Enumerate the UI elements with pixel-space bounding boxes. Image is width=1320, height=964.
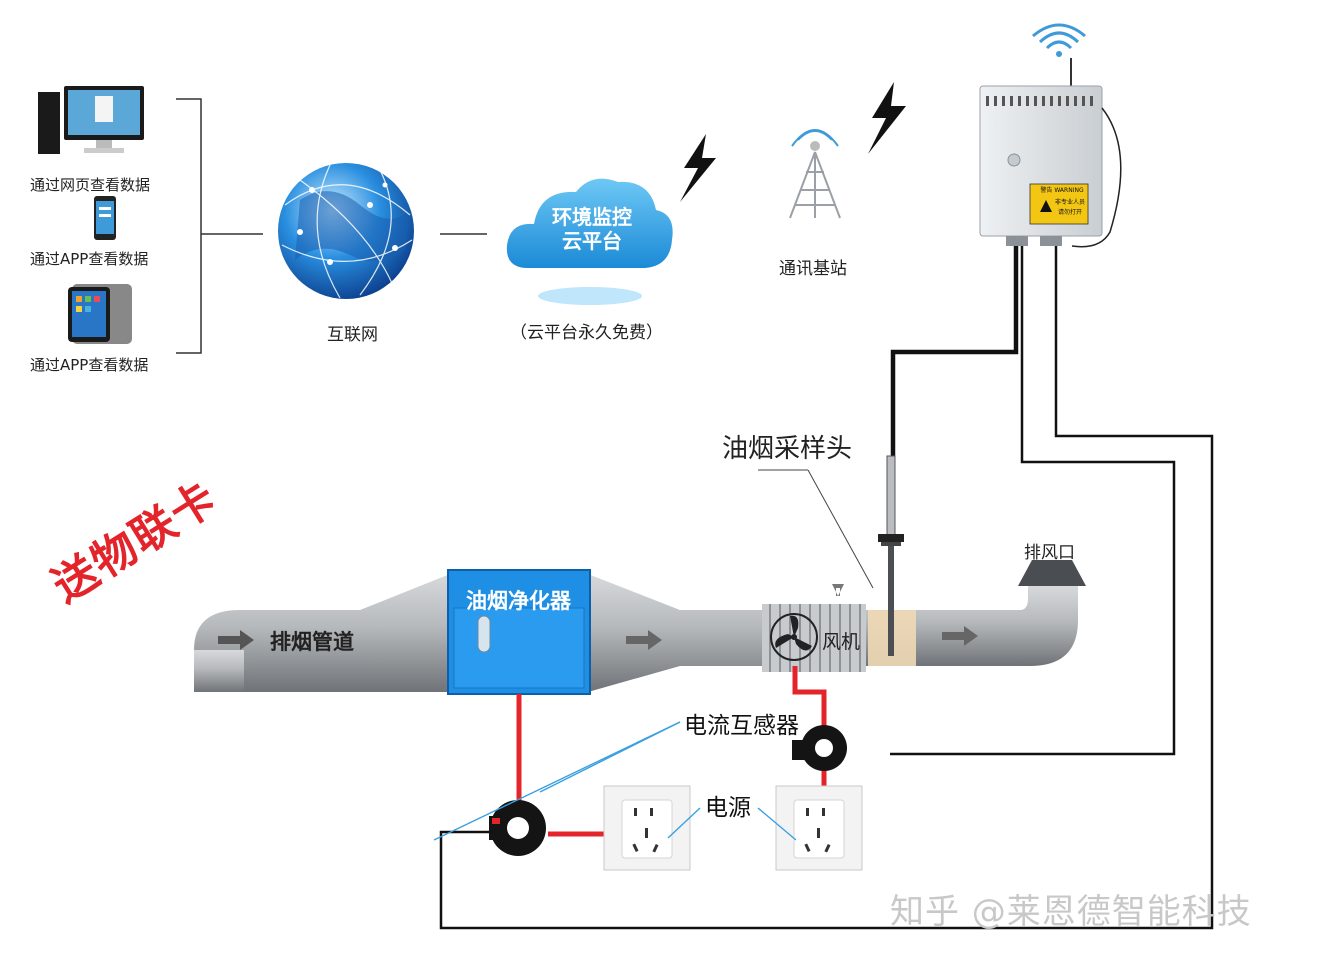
smartphone-icon xyxy=(94,196,116,240)
cell-tower-icon xyxy=(789,129,841,219)
duct-label: 排烟管道 xyxy=(270,630,354,654)
internet-label: 互联网 xyxy=(327,325,378,345)
warning-sticker-line1: 非专业人员 xyxy=(1055,198,1085,206)
fan-icon xyxy=(770,613,818,661)
wifi-icon xyxy=(1032,23,1086,50)
wireless-lightning-icon xyxy=(680,134,716,202)
power-label: 电源 xyxy=(705,795,751,821)
device-bracket xyxy=(176,98,487,354)
current-transformer-icon xyxy=(792,725,847,771)
tablet-access-label: 通过APP查看数据 xyxy=(30,356,149,374)
current-transformer-icon xyxy=(489,800,546,856)
oil-fume-purifier xyxy=(447,569,591,695)
cloud-platform-icon: 环境监控 云平台 xyxy=(506,178,673,305)
pc-access-label: 通过网页查看数据 xyxy=(30,176,151,194)
warning-sticker-title: 警告 WARNING xyxy=(1040,186,1084,194)
annotation-leaders xyxy=(433,721,797,841)
internet-globe-icon xyxy=(278,163,414,299)
tower-antenna-icon xyxy=(810,141,820,151)
desktop-computer-icon xyxy=(38,86,144,154)
cloud-title-line2: 云平台 xyxy=(562,229,622,253)
fan-label: 风机 xyxy=(822,631,861,653)
power-socket-icon xyxy=(775,785,863,871)
current-transformer-label: 电流互感器 xyxy=(684,713,799,739)
signal-cable xyxy=(890,246,1019,460)
signal-cable xyxy=(439,246,1214,930)
tower-label: 通讯基站 xyxy=(779,259,847,279)
wireless-lightning-icon xyxy=(868,82,906,154)
phone-access-label: 通过APP查看数据 xyxy=(30,250,149,268)
oil-fume-sampling-probe xyxy=(758,455,904,656)
cloud-caption: （云平台永久免费） xyxy=(510,323,663,343)
cloud-title-line1: 环境监控 xyxy=(552,205,632,229)
watermark: 知乎 @莱恩德智能科技 xyxy=(890,892,1252,932)
monitoring-control-box: 警告 WARNING 非专业人员 请勿打开 xyxy=(979,23,1122,248)
outlet-label: 排风口 xyxy=(1024,543,1075,563)
purifier-label: 油烟净化器 xyxy=(466,589,571,613)
power-socket-icon xyxy=(603,785,691,871)
warning-sticker-line2: 请勿打开 xyxy=(1058,208,1082,216)
sampler-label: 油烟采样头 xyxy=(722,434,853,464)
tablet-icon xyxy=(68,284,132,344)
